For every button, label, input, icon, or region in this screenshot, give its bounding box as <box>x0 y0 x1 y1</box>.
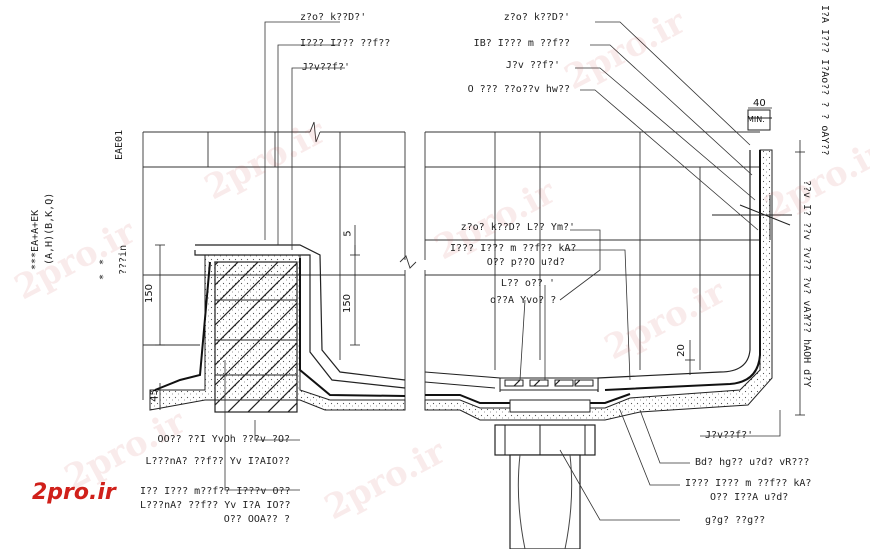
dim-min: MIN. <box>747 115 765 124</box>
label-top-center-3: J?v ??f?' <box>505 60 560 71</box>
label-mid-3: O?? p??O u?d? <box>486 257 565 268</box>
dim-150-left: 150 <box>144 283 156 304</box>
label-bottom-right-5: g?g? ??g?? <box>705 515 766 526</box>
left-panel-grid <box>142 121 406 400</box>
label-mid-4: L?? o?? ' <box>500 278 555 289</box>
dim-20: 20 <box>675 344 687 357</box>
left-vertical-4: * <box>98 273 109 280</box>
label-mid-2: I??? I??? m ??f?? kA? <box>450 243 577 254</box>
dim-5: 5 <box>342 230 354 237</box>
label-bottom-right-2: Bd? hg?? u?d? vR??? <box>695 457 810 468</box>
label-bottom-left-1: OO?? ??I YvOh ???v ?O? <box>157 434 290 445</box>
label-top-center-1: z?o? k??D?' <box>503 12 570 23</box>
right-panel-grid <box>399 131 760 400</box>
label-bottom-right-3: I??? I??? m ??f?? kA? <box>685 478 812 489</box>
label-top-center-4: O ??? ??o??v hw?? <box>467 84 570 95</box>
label-bottom-left-4: L???nA? ??f?? Yv I?A IO?? <box>140 500 291 511</box>
dimension-lines <box>155 107 805 416</box>
label-bottom-left-5: O?? OOA?? ? <box>223 514 290 525</box>
label-bottom-left-2: L???nA? ??f?? Yv I?AIO?? <box>145 456 291 467</box>
site-logo: 2pro.ir <box>32 480 116 505</box>
drawing-code: EAE01 <box>114 129 125 160</box>
dim-45: 45 <box>148 389 160 402</box>
label-top-left-3: J?v??f?' <box>301 62 350 73</box>
dim-150-mid: 150 <box>342 293 354 314</box>
label-mid-1: z?o? k??D? L?? Ym?' <box>460 222 575 233</box>
right-vertical-1: I?A I??? I?Ao?? ? ? oAY?? <box>819 5 830 156</box>
pool-section <box>424 109 792 549</box>
leader-lines <box>224 21 781 521</box>
dim-40: 40 <box>753 98 766 109</box>
label-bottom-right-1: J?v??f?' <box>705 430 754 441</box>
curb-section <box>149 244 406 413</box>
label-top-left-1: z?o? k??D?' <box>300 12 367 23</box>
left-vertical-2: (A,H)(B,K,Q) <box>44 192 55 265</box>
left-vertical-1: ***EA+A+EK <box>30 209 41 270</box>
label-top-center-2: IB? I??? m ??f?? <box>473 38 570 49</box>
right-vertical-2: ??v I? ??v ?v?? ?v? vA? <box>801 180 812 319</box>
label-bottom-left-3: I?? I??? m??f?? I???v O?? <box>140 486 291 497</box>
label-top-left-2: I??? I??? ??f?? <box>300 38 391 49</box>
left-vertical-3: * <box>98 258 109 265</box>
right-vertical-3: Y?? hAOH d?Y <box>801 315 812 388</box>
label-bottom-right-4: O?? I??A u?d? <box>710 492 789 503</box>
left-vertical-5: ???in <box>118 244 129 275</box>
label-mid-5: o??A Yvo? ? <box>490 295 557 306</box>
